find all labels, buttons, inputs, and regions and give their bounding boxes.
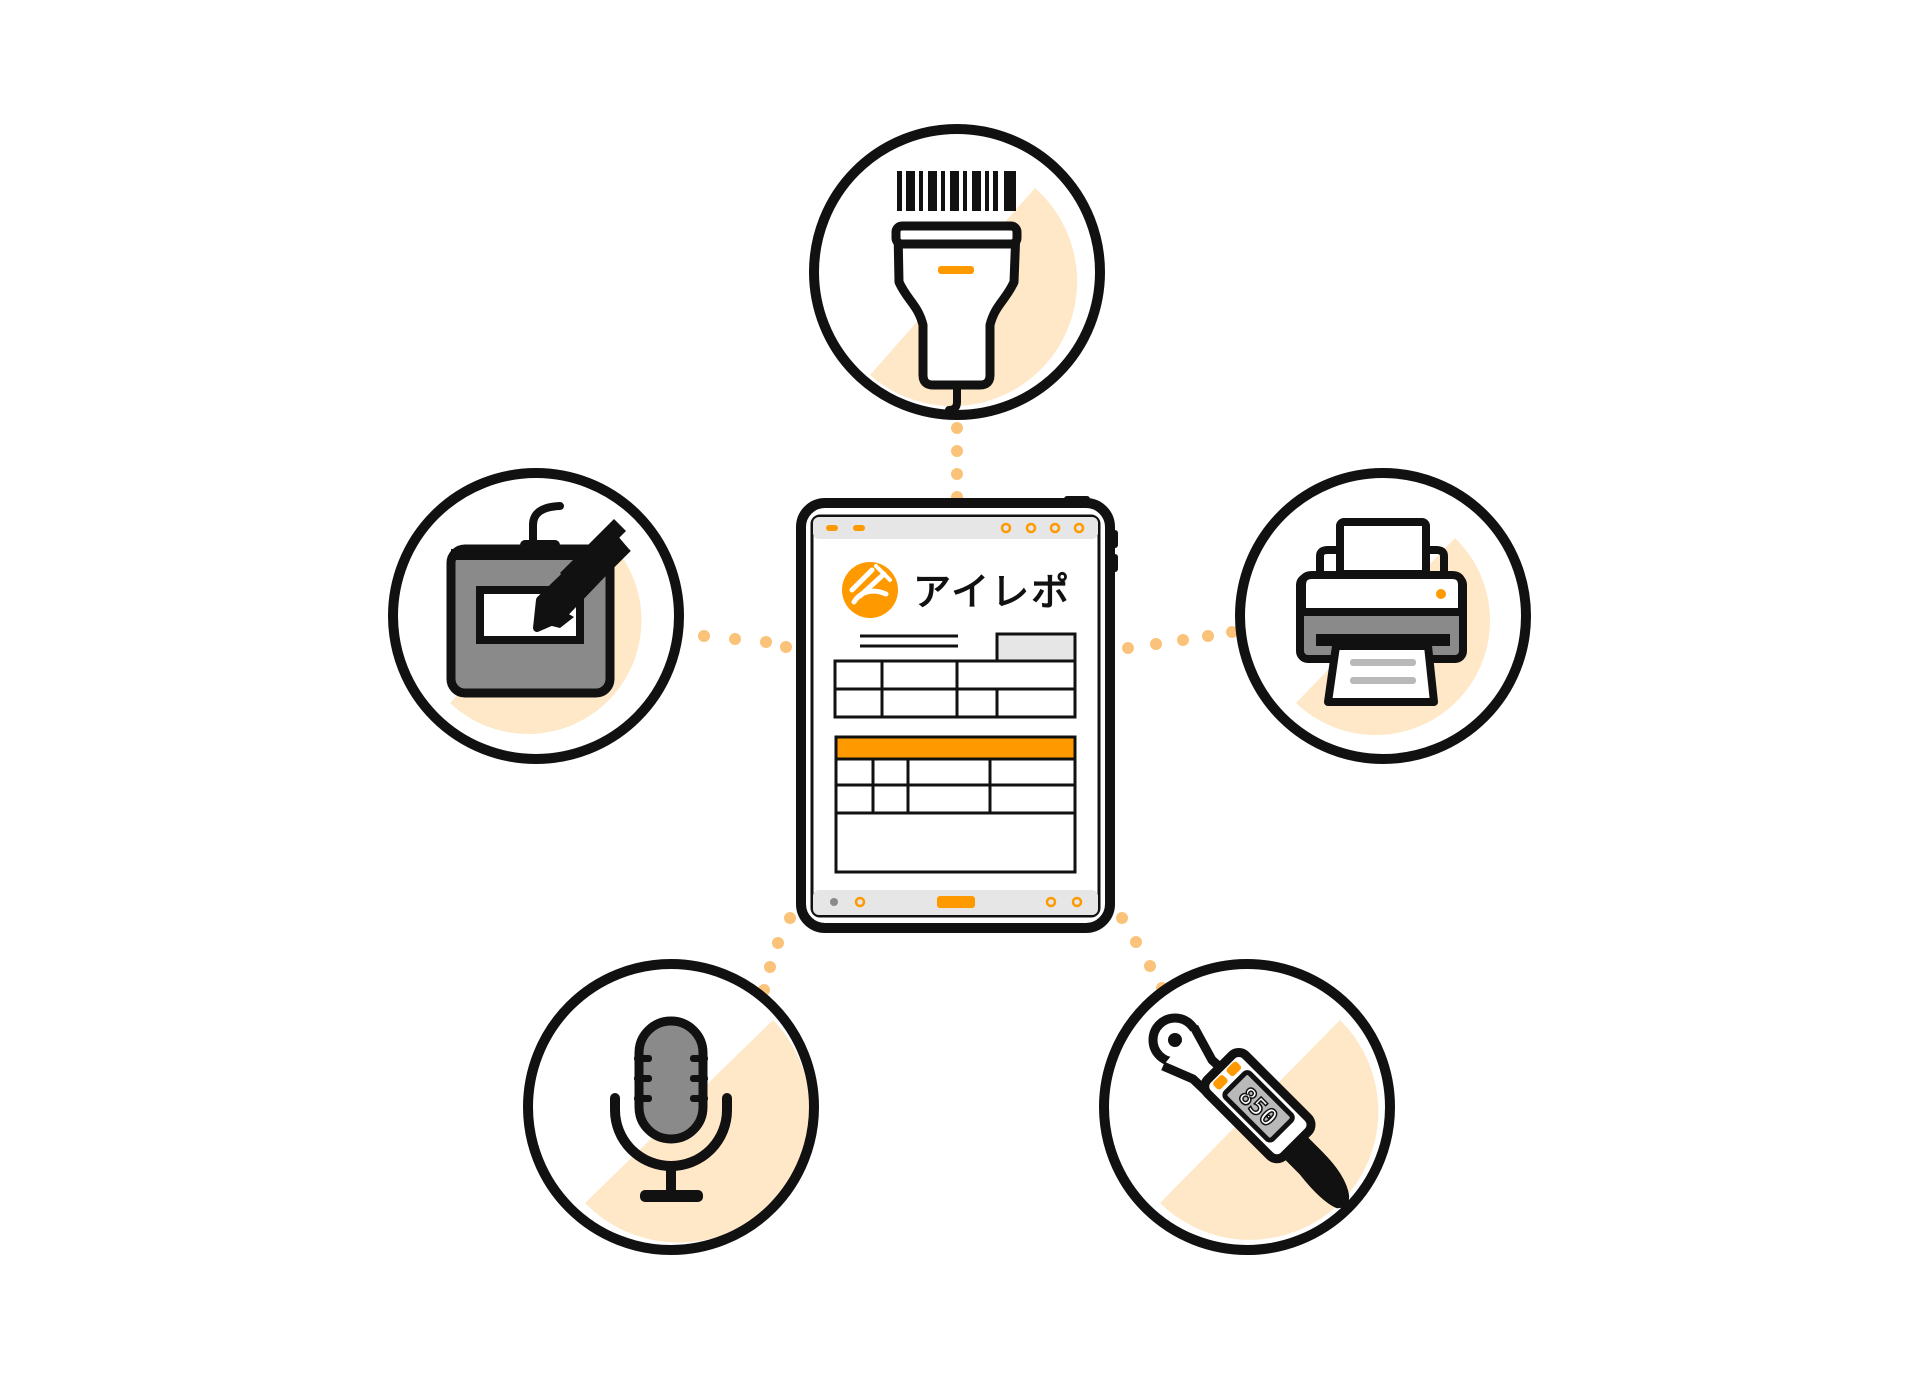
signature-pad-icon [446, 502, 631, 698]
barcode-scanner-icon [891, 171, 1022, 414]
connector-dots [667, 422, 1238, 996]
device-printer [1235, 468, 1531, 764]
device-barcode-scanner [809, 124, 1105, 420]
tablet-bottom-bar [813, 890, 1098, 915]
digital-torque-wrench-icon: 850 [1148, 1013, 1350, 1209]
stylus-icon [533, 519, 631, 632]
tablet-top-bar [813, 517, 1098, 539]
device-torque-wrench: 850 [1099, 959, 1395, 1255]
form-header [860, 632, 1077, 663]
form-data-table [834, 735, 1077, 874]
device-signature-pad [388, 468, 684, 764]
tablet: アイレポ [796, 496, 1118, 933]
brand-logo: アイレポ [842, 562, 1071, 618]
device-microphone [523, 959, 819, 1255]
barcode-icon [897, 171, 1016, 211]
microphone-icon [610, 1016, 732, 1202]
brand-name: アイレポ [913, 570, 1071, 614]
form-info-table [833, 659, 1077, 719]
printer-icon [1296, 518, 1467, 706]
tablet-home-button [937, 896, 975, 908]
